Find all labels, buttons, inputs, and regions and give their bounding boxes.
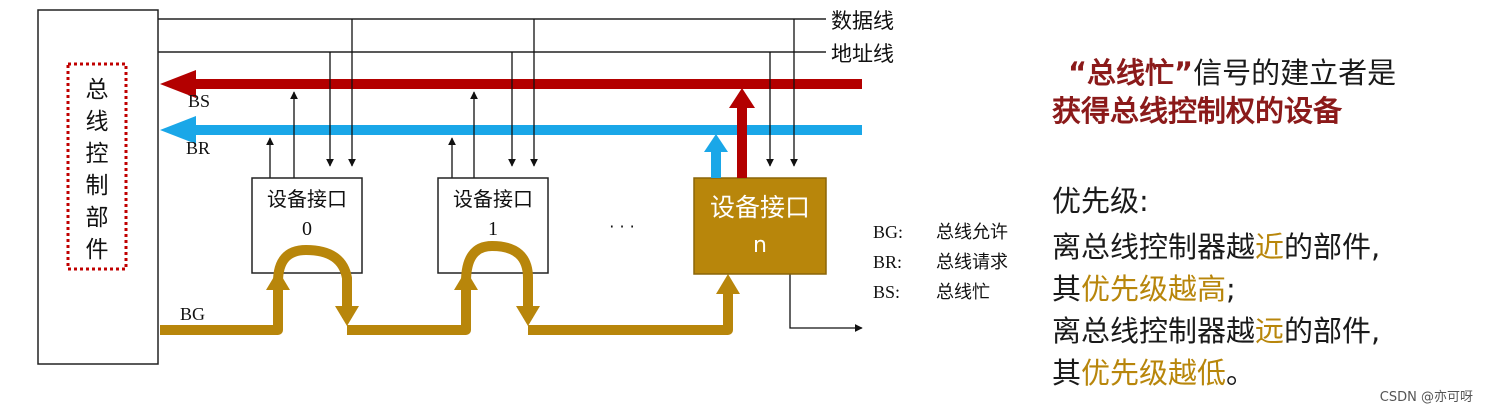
bg-chain [160,241,733,335]
bg-arrowheads [266,270,740,326]
priority-high-post: ; [1226,272,1236,306]
priority-near-post: 的部件, [1284,230,1381,264]
device-interface-0-index: 0 [302,218,312,240]
priority-low-pre: 其 [1052,356,1082,390]
watermark: CSDN @亦可呀 [1379,390,1473,405]
device-interface-n-index: n [753,233,767,258]
priority-high-line: 其优先级越高; [1052,266,1236,308]
legend-br-code: BR: [873,252,902,272]
priority-low-post: 。 [1226,356,1256,390]
br-label: BR [186,138,210,158]
bus-controller-label-char: 控 [86,141,109,167]
priority-far-line: 离总线控制器越远的部件, [1052,308,1380,350]
legend-br-meaning: 总线请求 [936,252,1008,273]
device-n-bs-arrowhead [729,88,755,108]
legend-bs-meaning: 总线忙 [936,282,990,303]
bs-label: BS [188,91,210,111]
notes-panel: “总线忙”信号的建立者是 获得总线控制权的设备 优先级: 离总线控制器越近的部件… [1048,0,1485,415]
bus-controller-label-char: 部 [86,205,109,231]
data-bus-label: 数据线 [831,9,894,33]
br-arrowhead [160,116,196,144]
priority-title: 优先级: [1052,184,1149,218]
bus-busy-rest: 信号的建立者是 [1193,56,1397,90]
legend-bg-meaning: 总线允许 [936,222,1008,243]
daisy-chain-diagram: 总线控制部件 数据线 地址线 BS BR 设备接口 0 设备接口 1 · · · [37,9,1008,365]
legend: BG: 总线允许 BR: 总线请求 BS: 总线忙 [873,222,1008,303]
device-interface-n-name: 设备接口 [710,193,810,222]
priority-low-key: 优先级越低 [1081,356,1227,390]
device-interface-n [693,177,827,275]
bus-controller-label-char: 件 [86,237,109,263]
device-interface-1-index: 1 [488,218,498,240]
priority-low-line: 其优先级越低。 [1052,350,1255,392]
address-bus-label: 地址线 [831,42,894,66]
device-n-connections [766,19,863,332]
priority-near-line: 离总线控制器越近的部件, [1052,224,1380,266]
bus-controller-label-char: 总 [86,77,109,103]
priority-far-pre: 离总线控制器越 [1052,314,1256,348]
legend-bg-code: BG: [873,222,903,242]
bus-busy-quote: “总线忙” [1068,56,1194,90]
ellipsis: · · · [609,217,634,236]
device-0-connections [266,19,356,178]
bus-controller-label-char: 线 [86,109,109,135]
bg-label: BG [180,304,205,324]
device-interface-0-name: 设备接口 [267,187,347,211]
priority-high-key: 优先级越高 [1081,272,1227,306]
priority-far-post: 的部件, [1284,314,1381,348]
legend-bs-code: BS: [873,282,900,302]
bus-controller-label-char: 制 [86,173,109,199]
priority-near-pre: 离总线控制器越 [1052,230,1256,264]
priority-near-key: 近 [1255,230,1285,264]
device-1-connections [448,19,538,178]
device-n-br-arrowhead [704,134,728,152]
priority-far-key: 远 [1255,314,1285,348]
bus-controller-box [37,9,159,365]
bus-busy-note-line2: 获得总线控制权的设备 [1052,94,1343,128]
device-interface-1 [437,177,549,274]
device-interface-1-name: 设备接口 [453,187,533,211]
bus-busy-note-line1: “总线忙”信号的建立者是 [1068,50,1396,92]
bus-controller-label: 总线控制部件 [86,77,109,263]
priority-high-pre: 其 [1052,272,1082,306]
device-interface-0 [251,177,363,274]
bs-arrowhead [160,70,196,98]
